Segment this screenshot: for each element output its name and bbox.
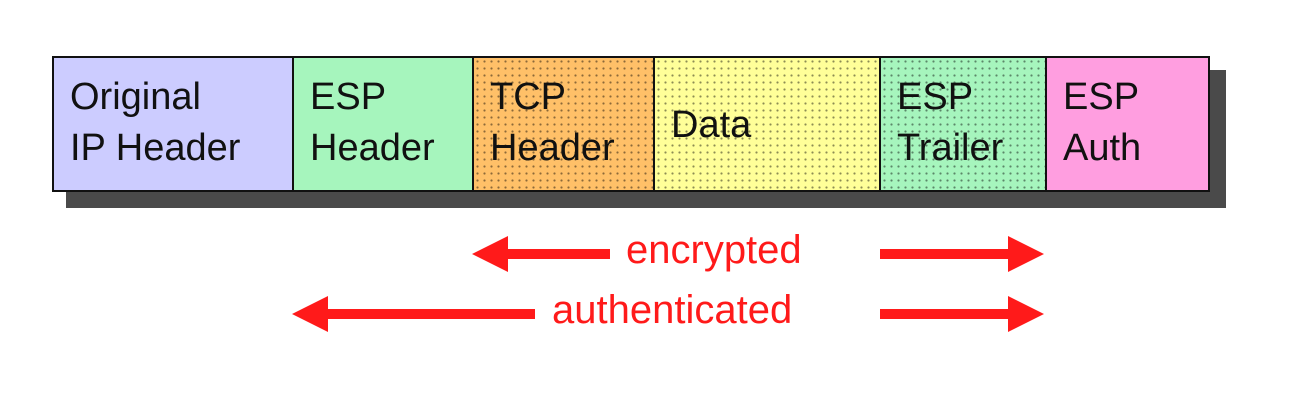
segment-tcp-header: TCP Header	[474, 58, 655, 190]
authenticated-right-arrowhead	[1008, 296, 1044, 332]
authenticated-left-arrowhead	[292, 296, 328, 332]
segment-label-line: Header	[310, 127, 435, 170]
segment-label-line: Header	[490, 127, 615, 170]
encrypted-left-arrowhead	[472, 236, 508, 272]
segment-label-line: Auth	[1063, 127, 1142, 170]
segment-label-line: Data	[671, 104, 752, 146]
segment-label-line: ESP	[310, 76, 387, 118]
segment-original-ip-header: Original IP Header	[54, 58, 294, 190]
segment-esp-auth: ESP Auth	[1047, 58, 1208, 190]
encrypted-label: encrypted	[626, 228, 802, 272]
segment-label-line: IP Header	[70, 127, 241, 170]
encrypted-right-arrowhead	[1008, 236, 1044, 272]
esp-packet-diagram: Original IP Header ESP Header TCP Header…	[52, 56, 1210, 192]
segment-label-line: Trailer	[897, 127, 1004, 170]
segment-label-line: TCP	[490, 76, 566, 118]
segment-label-line: ESP	[1063, 76, 1140, 118]
segment-esp-trailer: ESP Trailer	[881, 58, 1047, 190]
segment-data: Data	[655, 58, 881, 190]
segment-esp-header: ESP Header	[294, 58, 474, 190]
segment-label-line: Original	[70, 76, 201, 118]
segment-label-line: ESP	[897, 76, 974, 118]
authenticated-label: authenticated	[552, 288, 793, 332]
